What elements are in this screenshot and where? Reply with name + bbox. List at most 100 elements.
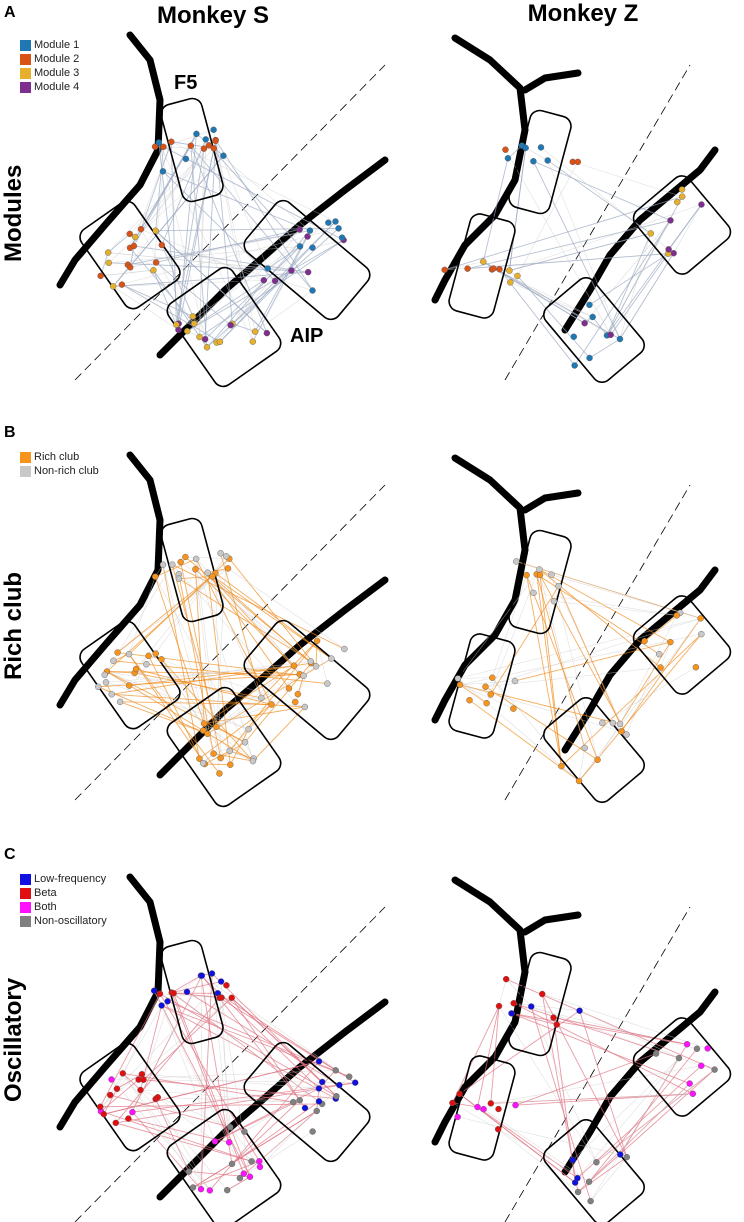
network-node [574,1174,581,1182]
array-box [632,1017,732,1117]
network-edge [190,145,313,291]
network-node [197,1185,205,1193]
network-edge [517,161,579,277]
network-node [114,649,121,656]
network-node [539,990,546,998]
network-node [227,1123,234,1131]
network-node [571,362,578,369]
network-node [246,1173,254,1181]
network-edge [590,1057,680,1202]
network-node [504,155,512,162]
network-node [173,321,180,328]
network-edge [117,568,229,653]
network-edge [252,236,308,342]
network-node [623,1153,630,1161]
network-edge [452,1102,478,1108]
network-node [487,691,494,698]
network-node [183,988,191,996]
network-node [522,144,529,152]
network-node [249,757,257,765]
network-node [210,750,217,757]
network-edge [231,997,306,1109]
network-node [264,265,271,272]
network-node [205,142,213,149]
network-edge [459,684,487,704]
network-node [594,756,601,764]
network-edge [547,160,621,340]
network-edge [244,1101,294,1132]
network-edge [100,1079,139,1112]
network-node [514,272,521,280]
network-node [678,193,686,200]
network-node [618,728,625,735]
network-node [341,645,348,653]
network-node [113,1085,121,1092]
network-edge [459,684,621,725]
network-node [296,1097,303,1104]
array-box [632,595,732,695]
network-edge [204,763,231,766]
network-edge [644,615,678,642]
network-edge [530,1006,597,1163]
network-edge [515,1053,657,1106]
network-edge [467,252,674,270]
area-label-aip: AIP [290,325,324,347]
network-node [335,225,342,232]
network-edge [482,158,509,262]
network-edge [668,204,702,250]
network-edge [551,574,701,619]
array-box [79,200,181,310]
network-node [698,201,705,208]
column-title-monkey-z: Monkey Z [527,0,639,27]
legend-label: Beta [34,887,57,899]
legend-label: Non-rich club [34,465,99,477]
legend-oscillatory: Low-frequency Beta Both Non-oscillatory [20,872,107,928]
network-edge [252,706,306,762]
network-edge [204,246,301,340]
network-node [271,277,279,285]
network-node [204,730,211,738]
network-node [130,242,138,250]
network-edge [553,600,677,616]
network-edge [133,245,309,273]
sulcus-line [561,146,719,334]
network-node [118,281,126,288]
network-edge [113,228,339,287]
network-edge [457,1116,621,1155]
network-node [483,699,490,707]
network-edge [111,662,312,695]
network-edge [106,671,305,708]
array-box [508,951,572,1057]
legend-item: Module 4 [20,80,79,94]
network-edge [128,653,220,774]
network-node [586,301,593,309]
network-node [187,142,195,149]
network-edge [155,262,231,326]
network-edge [143,997,232,1081]
network-node [198,972,206,979]
network-edge [578,618,701,782]
network-edge [121,284,194,317]
network-edge [120,701,272,705]
network-edge [589,253,669,306]
array-box [543,276,645,384]
network-node [657,664,664,671]
array-box [79,620,181,730]
network-edge [207,567,229,574]
network-node [294,690,302,698]
network-node [260,277,268,284]
network-node [256,1158,263,1165]
network-edge [252,270,292,342]
network-edge [261,658,332,699]
network-edge [128,1118,230,1143]
network-node [324,680,331,687]
network-node [210,126,217,134]
network-node [196,755,203,762]
network-node [464,265,471,272]
network-node [200,145,208,152]
network-edge [293,1070,336,1103]
network-edge [509,232,651,271]
array-box [243,1041,371,1163]
network-edge [505,149,611,335]
network-edge [141,1073,319,1089]
